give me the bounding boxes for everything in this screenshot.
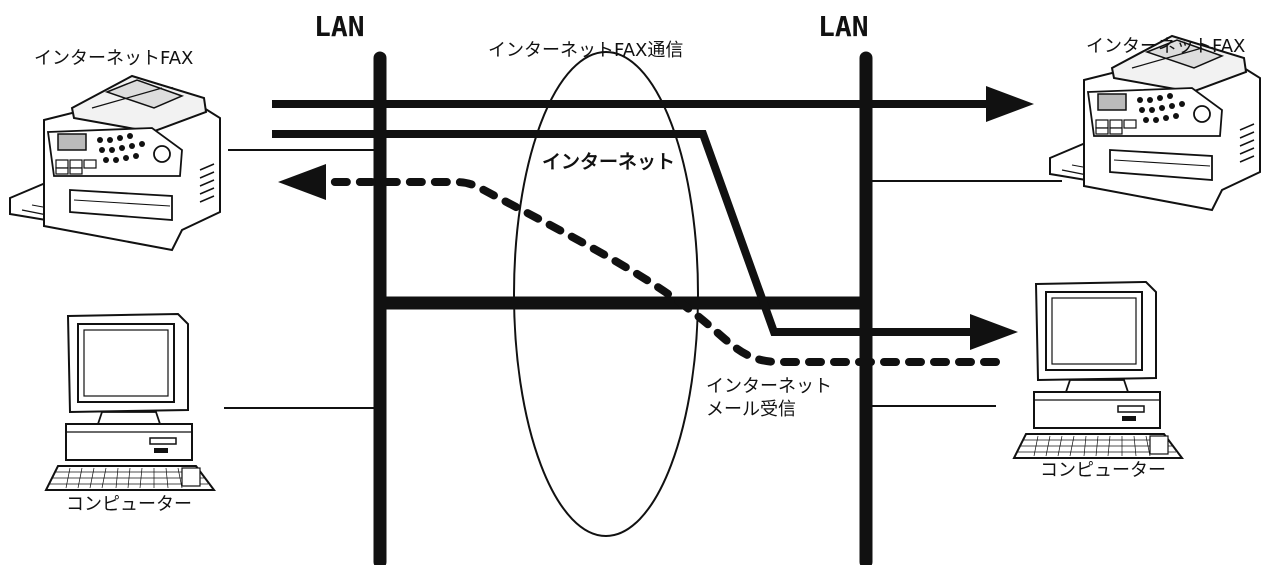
computer-right-icon xyxy=(1013,281,1183,459)
lan-label-left: LAN xyxy=(314,10,365,43)
mail-label-line1: インターネット xyxy=(706,376,832,397)
fax-to-pc-arrow xyxy=(272,130,1018,350)
pc-to-fax-mail-arrow xyxy=(278,164,1000,366)
lan-label-right: LAN xyxy=(818,10,869,43)
fax-machine-right-icon xyxy=(1049,35,1261,211)
pc-right-label: コンピューター xyxy=(1040,460,1166,481)
fax-left-label: インターネットFAX xyxy=(34,48,193,69)
mail-label-line2: メール受信 xyxy=(706,399,796,420)
computer-left-icon xyxy=(45,313,215,491)
fax-right-label: インターネットFAX xyxy=(1086,36,1245,57)
internet-label: インターネット xyxy=(542,151,675,173)
fax-to-fax-arrow xyxy=(272,86,1034,122)
pc-left-label: コンピューター xyxy=(66,494,192,515)
fax-comm-label: インターネットFAX通信 xyxy=(488,40,683,61)
internet-ellipse xyxy=(513,51,699,537)
fax-machine-left-icon xyxy=(9,75,221,251)
